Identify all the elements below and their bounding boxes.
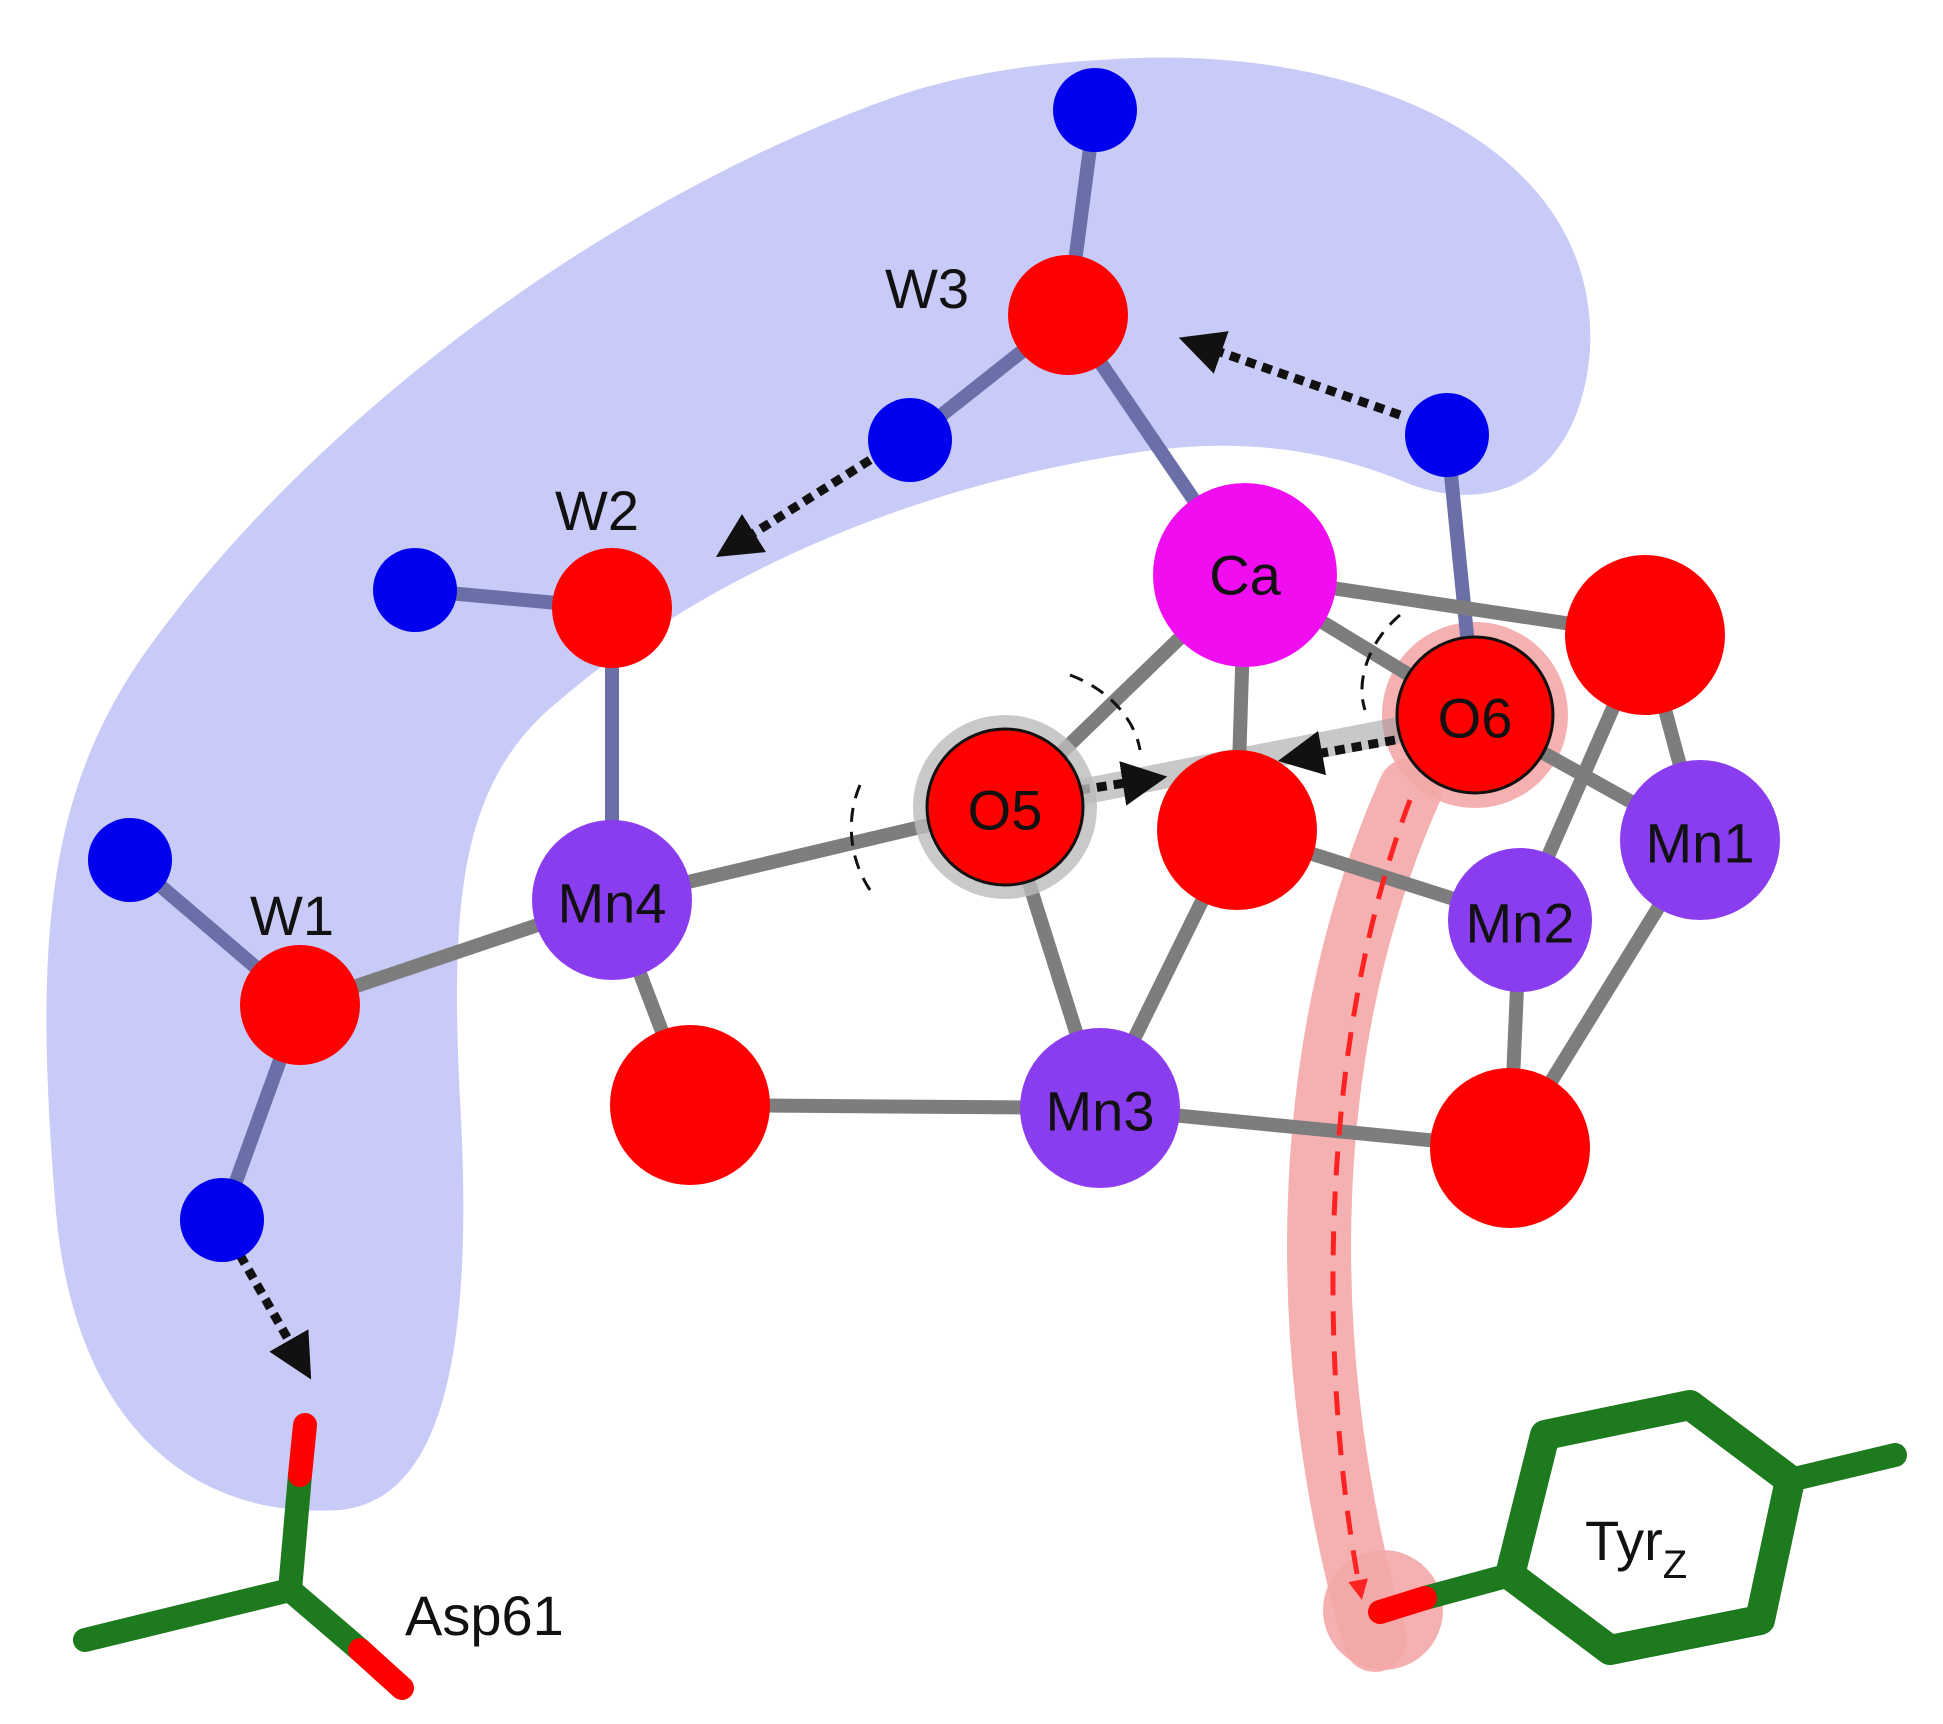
o5-atom [925, 727, 1085, 887]
arrow-h-to-w2 [715, 456, 873, 557]
arrow-h-to-asp61 [236, 1252, 312, 1380]
water-channel-region [46, 57, 1591, 1511]
dashed-arcs [849, 613, 1401, 891]
mn3-label: Mn3 [1046, 1080, 1155, 1143]
hydrogen-atom [1405, 393, 1489, 477]
mn2-label: Mn2 [1466, 892, 1575, 955]
tyrz-label-main: Tyr [1585, 1509, 1663, 1572]
water-oxygens [240, 255, 1128, 1065]
o5-label: O5 [968, 779, 1043, 842]
w1-oxygen [240, 945, 360, 1065]
mn3-atom [1020, 1028, 1180, 1188]
hydrogen-atom [180, 1178, 264, 1262]
hydrogen-atom [868, 398, 952, 482]
w1-label: W1 [250, 884, 334, 947]
oxo-oxygen [610, 1025, 770, 1185]
mn4-atom [532, 820, 692, 980]
hydrogen-atoms [88, 68, 1489, 1262]
o6-label: O6 [1438, 687, 1513, 750]
ca-label: Ca [1209, 544, 1281, 607]
asp61-label: Asp61 [405, 1584, 564, 1647]
arrow-h-to-w3 [1178, 331, 1402, 420]
w3-oxygen [1008, 255, 1128, 375]
mn4-label: Mn4 [558, 872, 667, 935]
oxo-oxygen [1430, 1068, 1590, 1228]
hydrogen-atom [373, 548, 457, 632]
arrow-o6-to-tyrz [1330, 799, 1413, 1600]
w2-oxygen [552, 548, 672, 668]
tyrz-label: TyrZ [1585, 1509, 1687, 1587]
mn1-label: Mn1 [1646, 812, 1755, 875]
mn2-atom [1448, 848, 1592, 992]
bridging-oxygens [610, 555, 1725, 1228]
tyrz-residue [1368, 1390, 1907, 1665]
w3-label: W3 [885, 257, 969, 320]
hydrogen-atom [1053, 68, 1137, 152]
oxo-oxygen [1565, 555, 1725, 715]
mn1-atom [1620, 760, 1780, 920]
dotted-arrows [236, 331, 1402, 1380]
ca-atom [1153, 483, 1337, 667]
oxo-oxygen [1157, 750, 1317, 910]
arrow-o5-to-o6-path [1079, 761, 1168, 806]
o6-atom [1395, 635, 1555, 795]
tyrz-label-subscript: Z [1663, 1543, 1687, 1587]
asp61-residue [73, 1413, 414, 1700]
w2-label: W2 [555, 479, 639, 542]
hydrogen-atom [88, 818, 172, 902]
